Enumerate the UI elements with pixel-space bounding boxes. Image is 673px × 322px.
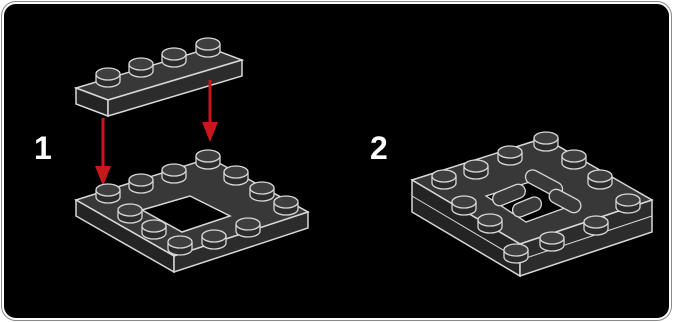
down-arrow-left — [95, 118, 111, 186]
hinge-cylinders — [492, 169, 582, 218]
step-2-number: 2 — [370, 130, 388, 166]
step1-1x4-plate — [73, 37, 245, 118]
step2-assembled-module — [410, 131, 654, 278]
step1-4x4-open-plate — [74, 149, 310, 274]
step-1-number: 1 — [34, 130, 52, 166]
down-arrow-right — [202, 80, 218, 142]
